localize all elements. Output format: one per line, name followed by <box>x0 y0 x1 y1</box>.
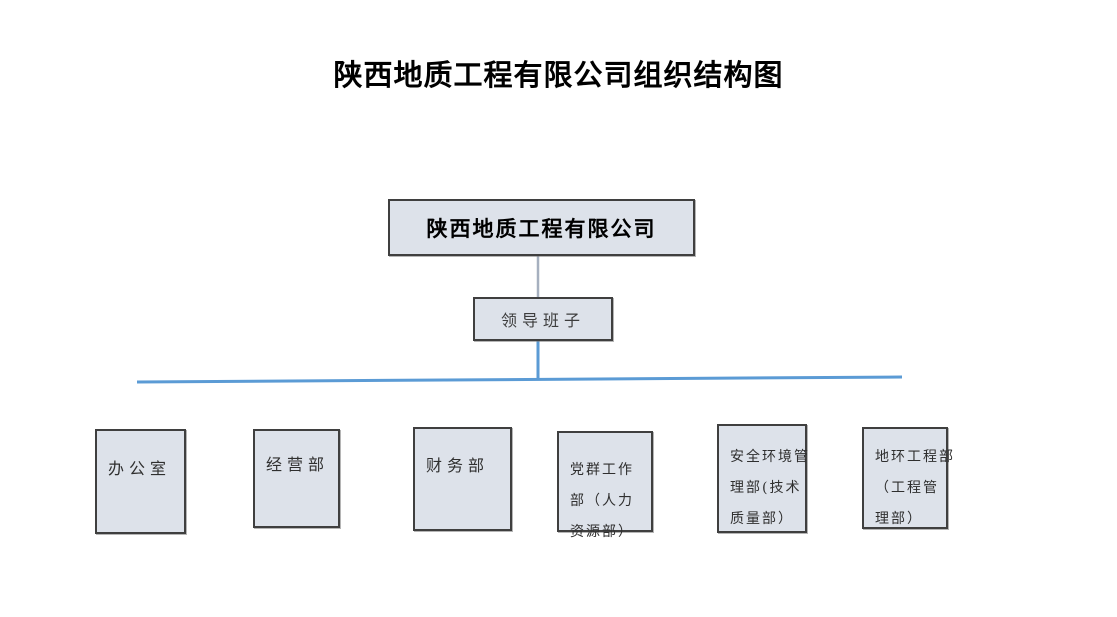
page-title: 陕西地质工程有限公司组织结构图 <box>333 58 784 92</box>
dept-label-line: 财务部 <box>426 456 490 475</box>
dept-node-office: 办公室 <box>95 429 186 534</box>
dept-node-business: 经营部 <box>253 429 340 528</box>
dept-label-line: 经营部 <box>266 455 330 474</box>
dept-label-line: 质量部） <box>730 511 794 527</box>
dept-label-line: （工程管 <box>875 480 939 496</box>
dept-label-line: 安全环境管 <box>730 449 810 465</box>
dept-label-line: 理部） <box>875 511 923 527</box>
dept-label-line: 资源部） <box>570 524 634 540</box>
dept-label-line: 部（人力 <box>570 493 634 509</box>
dept-label-line: 地环工程部 <box>875 449 955 465</box>
root-node-label: 陕西地质工程有限公司 <box>426 216 657 241</box>
leadership-node-label: 领导班子 <box>500 311 585 330</box>
connector-horizontal-bus <box>136 375 903 384</box>
dept-label-line: 党群工作 <box>570 462 634 478</box>
dept-node-geo-engineering: 地环工程部 （工程管 理部） <box>862 427 955 529</box>
leadership-node: 领导班子 <box>473 297 613 341</box>
dept-label-line: 办公室 <box>108 459 172 478</box>
dept-node-safety-environment: 安全环境管 理部(技术 质量部） <box>717 424 810 533</box>
dept-node-finance: 财务部 <box>413 427 512 531</box>
root-node-company: 陕西地质工程有限公司 <box>388 199 695 256</box>
dept-node-party-hr: 党群工作 部（人力 资源部） <box>557 431 653 540</box>
dept-label-line: 理部(技术 <box>730 480 802 496</box>
